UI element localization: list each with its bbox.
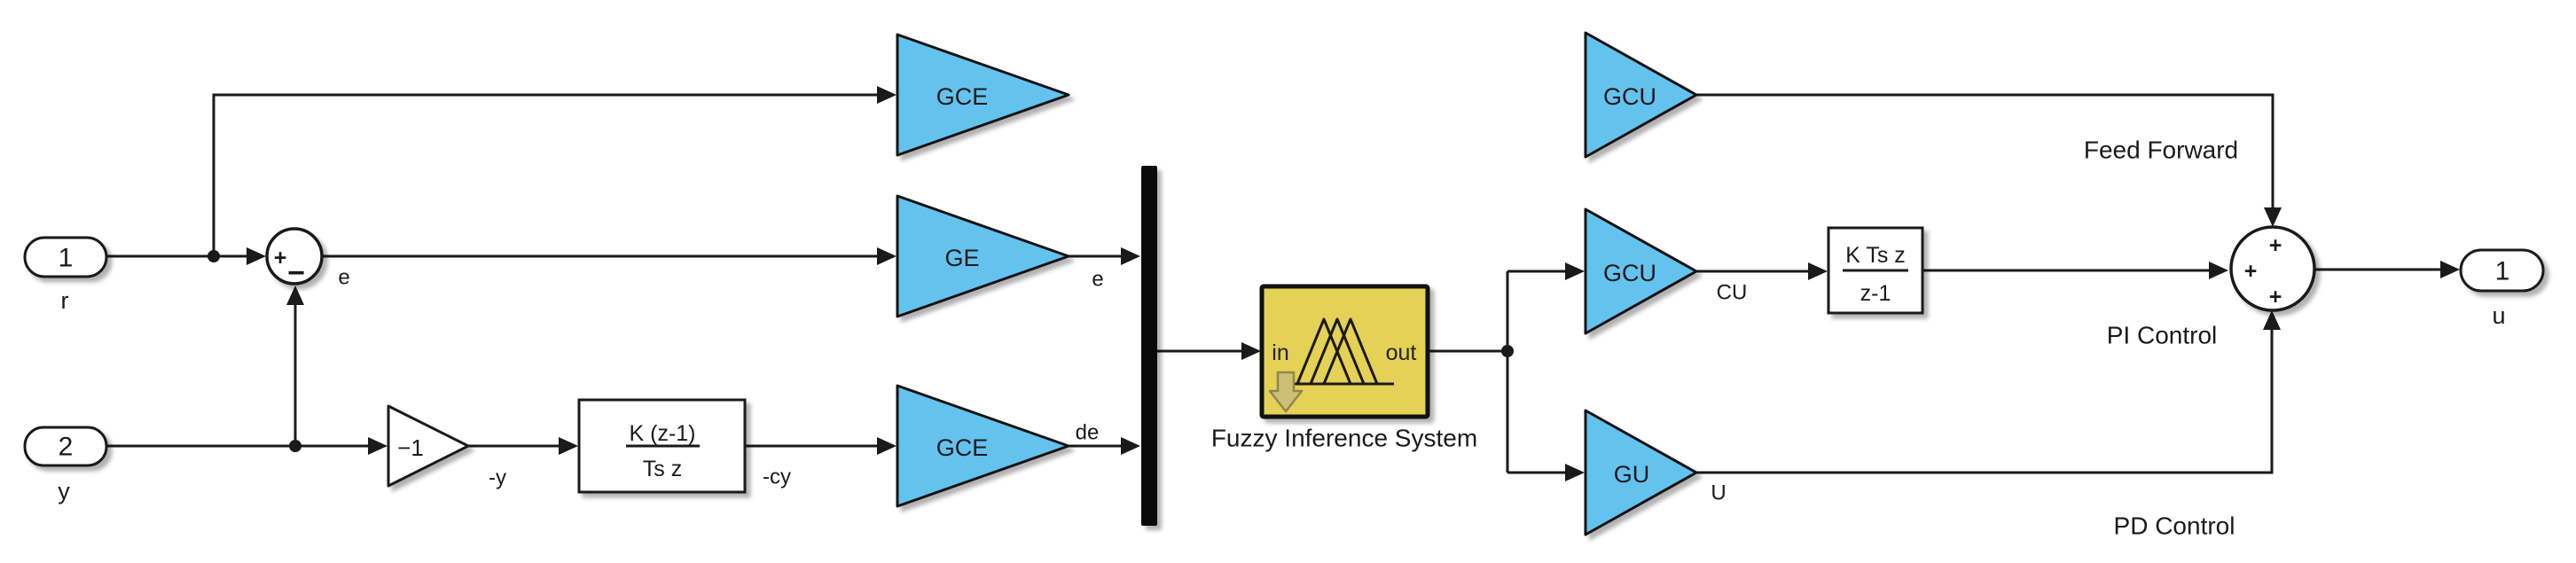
sum-output-plus-top: + [2269,233,2282,258]
tf-integrator-numerator: K Ts z [1845,243,1906,268]
outport-u-block[interactable] [2459,248,2545,293]
gain-gce-bottom-block[interactable] [896,384,1070,508]
gain-ge-label: GE [944,245,979,271]
signal-label-neg-cy[interactable]: -cy [763,465,791,489]
gain-ge-block[interactable] [896,194,1070,318]
annotation-pi-control[interactable]: PI Control [2107,322,2218,349]
arrowhead [1565,262,1585,280]
tf-integrator-denominator: z-1 [1860,281,1891,306]
signal-label-neg-y[interactable]: -y [489,466,506,490]
sum-output-plus-left: + [2244,259,2258,284]
sum-error-block[interactable] [265,227,324,285]
gain-gcu-mid-block[interactable] [1584,207,1698,335]
wire-feed-forward[interactable] [1696,93,2275,208]
sum-output-block[interactable] [2229,225,2316,312]
arrowhead [1241,342,1261,360]
sum-output-plus-bottom: + [2269,285,2282,309]
inport-y-number: 2 [59,433,74,462]
inport-r-number: 1 [59,244,74,273]
tf-derivative-numerator: K (z-1) [630,421,696,446]
arrowhead [559,437,578,455]
branch-dot [207,250,220,262]
sum-error-minus-sign: − [287,256,305,290]
wire-r-branch-to-gce-top[interactable] [212,93,879,256]
signal-label-e2[interactable]: e [1092,268,1103,292]
gain-gcu-mid-label: GCU [1603,260,1656,286]
arrowhead [1808,262,1828,280]
gain-gce-bottom-label: GCE [936,434,989,461]
arrowhead [2264,207,2282,227]
annotation-feed-forward[interactable]: Feed Forward [2084,137,2238,164]
arrowhead [247,247,266,265]
membership-triangle-icon [1296,317,1352,385]
inport-r-block[interactable] [23,236,108,278]
download-arrow-icon [1268,371,1304,413]
mux-block[interactable] [1141,166,1157,526]
inport-y-name[interactable]: y [58,478,70,504]
fis-block-name[interactable]: Fuzzy Inference System [1211,425,1477,452]
annotation-pd-control[interactable]: PD Control [2114,512,2235,540]
gain-neg1-label: −1 [397,434,424,461]
arrowhead [877,437,897,455]
signal-label-e[interactable]: e [338,266,349,290]
arrowhead [2440,261,2460,278]
gain-gcu-top-label: GCU [1603,83,1656,110]
gain-gu-label: GU [1614,461,1650,488]
arrowhead [877,86,897,104]
outport-u-number: 1 [2495,257,2510,286]
arrowhead [368,437,388,455]
arrowhead [1121,247,1140,265]
sum-error-plus-sign: + [274,246,287,270]
arrowhead [1121,437,1140,455]
arrowhead [286,285,304,305]
arrowhead [2209,262,2228,279]
membership-triangle-icon [1322,317,1379,385]
outport-u-name[interactable]: u [2492,302,2505,329]
inport-r-name[interactable]: r [61,287,69,314]
wire-pd-path[interactable] [1696,329,2274,474]
branch-dot [1501,345,1514,357]
branch-dot [289,440,301,452]
arrowhead [2263,310,2281,330]
gain-gu-block[interactable] [1584,409,1698,536]
gain-gce-top-block[interactable] [896,33,1070,157]
fis-in-port-label: in [1272,340,1288,365]
gain-gcu-top-block[interactable] [1584,31,1698,159]
membership-triangle-icon [1309,317,1366,385]
arrowhead [1565,464,1585,481]
arrowhead [877,247,897,265]
signal-label-u-lower[interactable]: U [1711,481,1726,505]
gain-gce-top-label: GCE [936,83,989,110]
fis-out-port-label: out [1386,340,1417,365]
signal-label-cu[interactable]: CU [1717,281,1748,305]
inport-y-block[interactable] [23,426,108,467]
signal-label-de[interactable]: de [1076,421,1100,445]
tf-derivative-denominator: Ts z [643,457,682,481]
gain-neg1-block[interactable] [387,404,470,488]
